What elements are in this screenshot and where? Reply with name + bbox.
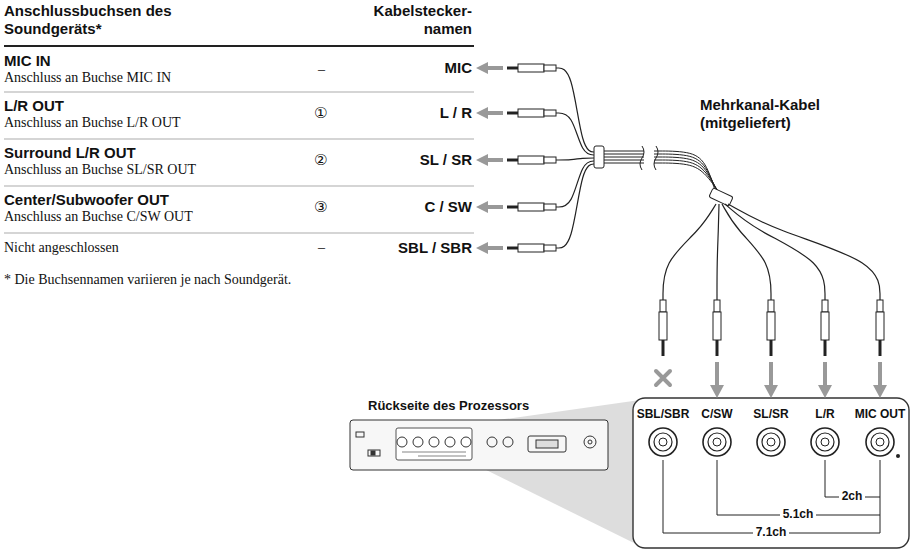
jack-label: MIC OUT <box>845 406 912 422</box>
channel-label: 2ch <box>839 489 866 503</box>
table-rules <box>4 46 474 233</box>
jack-circle <box>736 424 806 462</box>
cable-plug <box>476 161 596 213</box>
jack-socket: SBL/SBR <box>628 406 698 462</box>
table-text: L / R <box>382 104 472 122</box>
table-text: MIC IN <box>4 52 284 70</box>
table-text: – <box>318 240 338 257</box>
table-text: Anschluss an Buchse MIC IN <box>4 70 284 87</box>
table-text: SL / SR <box>382 151 472 169</box>
channel-brackets <box>663 460 880 533</box>
jack-socket: L/R <box>790 406 860 462</box>
device-jack <box>445 437 455 447</box>
jack-label: C/SW <box>682 406 752 422</box>
table-text: Surround L/R OUT <box>4 144 284 162</box>
table-text: Nicht angeschlossen <box>4 240 284 257</box>
jack-circle <box>790 424 860 462</box>
cable-plug <box>476 107 596 155</box>
table-text: * Die Buchsennamen variieren je nach Sou… <box>4 272 424 289</box>
channel-label: 7.1ch <box>753 525 790 539</box>
cable-plug <box>656 204 716 385</box>
table-text: Mehrkanal-Kabel (mitgeliefert) <box>700 96 850 132</box>
table-text: MIC <box>382 59 472 77</box>
table-text: Center/Subwoofer OUT <box>4 191 284 209</box>
jack-socket: SL/SR <box>736 406 806 462</box>
table-text: Anschlussbuchsen des Soundgeräts* <box>4 2 224 38</box>
callout-number: ③ <box>314 198 338 216</box>
jack-circle <box>682 424 752 462</box>
table-text: C / SW <box>382 198 472 216</box>
callout-number: ① <box>314 104 338 122</box>
multichannel-cable <box>476 62 887 398</box>
cable-plug <box>725 204 832 398</box>
device-jack <box>413 437 423 447</box>
device-jack <box>397 437 407 447</box>
device-jack <box>461 437 471 447</box>
cable-plug <box>476 164 596 254</box>
table-text: – <box>318 62 338 79</box>
table-text: Rückseite des Prozessors <box>368 398 588 414</box>
jack-circle <box>628 424 698 462</box>
processor-rear <box>350 420 608 470</box>
table-text: SBL / SBR <box>372 239 472 257</box>
table-text: Kabelstecker- namen <box>360 2 472 38</box>
callout-number: ② <box>314 151 338 169</box>
cable-plug <box>722 204 778 398</box>
jack-circle <box>845 424 912 462</box>
jack-label: SBL/SBR <box>628 406 698 422</box>
table-text: Anschluss an Buchse L/R OUT <box>4 115 284 132</box>
table-text: Anschluss an Buchse SL/SR OUT <box>4 162 284 179</box>
jack-label: L/R <box>790 406 860 422</box>
jack-socket: C/SW <box>682 406 752 462</box>
device-jack <box>429 437 439 447</box>
jack-label: SL/SR <box>736 406 806 422</box>
jack-socket: MIC OUT <box>845 406 912 462</box>
channel-label: 5.1ch <box>780 507 817 521</box>
cable-plug <box>476 154 596 166</box>
cable-plug <box>728 204 887 398</box>
table-text: L/R OUT <box>4 97 284 115</box>
cable-plug <box>710 204 724 398</box>
table-text: Anschluss an Buchse C/SW OUT <box>4 209 284 226</box>
